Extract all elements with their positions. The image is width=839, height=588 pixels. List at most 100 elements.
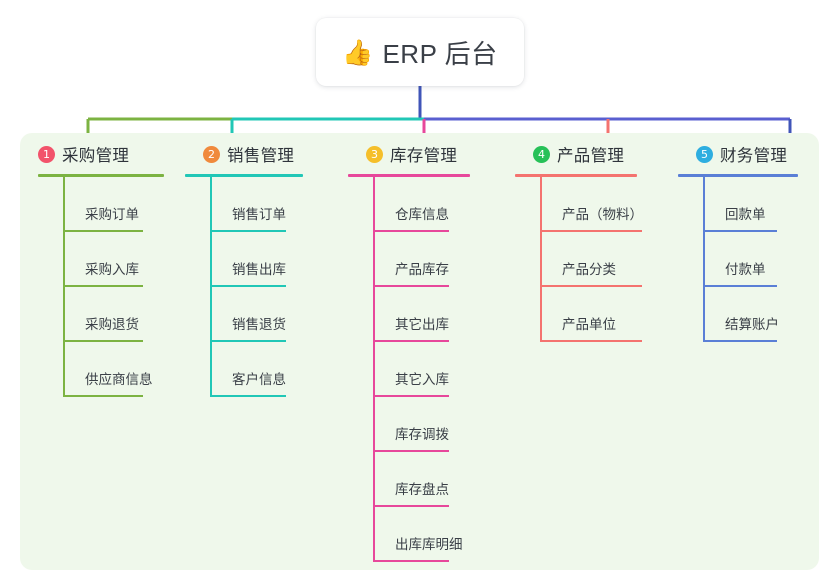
branch-item[interactable]: 付款单 <box>703 232 818 287</box>
branch-item-underline <box>210 395 286 397</box>
branch-item[interactable]: 采购订单 <box>63 177 170 232</box>
branch-item-underline <box>703 230 777 232</box>
branch-item[interactable]: 销售订单 <box>210 177 325 232</box>
branch-item-label: 产品分类 <box>562 262 616 277</box>
branch-children: 产品（物料） 产品分类产品单位 <box>540 177 660 342</box>
branch-item[interactable]: 产品单位 <box>540 287 660 342</box>
branch-item-underline <box>63 395 143 397</box>
branch-item[interactable]: 销售出库 <box>210 232 325 287</box>
branch-header-4[interactable]: 4 产品管理 <box>515 138 660 170</box>
branch-item-underline <box>373 285 449 287</box>
branch-item-underline <box>373 230 449 232</box>
branch-title: 产品管理 <box>557 147 625 165</box>
branch-item-underline <box>703 285 777 287</box>
branch-item-underline <box>540 230 642 232</box>
branch-column-1: 1 采购管理采购订单采购入库采购退货供应商信息 <box>20 138 170 397</box>
branch-item-label: 产品库存 <box>395 262 449 277</box>
branch-item[interactable]: 产品（物料） <box>540 177 660 232</box>
branch-item-underline <box>373 395 449 397</box>
branch-item-label: 采购退货 <box>85 317 139 332</box>
branch-number-badge: 4 <box>533 145 550 163</box>
branch-header-3[interactable]: 3 库存管理 <box>348 138 488 170</box>
branch-item-label: 其它入库 <box>395 372 449 387</box>
branch-item-underline <box>210 230 286 232</box>
branch-children: 回款单付款单结算账户 <box>703 177 818 342</box>
branch-number-badge: 3 <box>366 145 383 163</box>
thumbs-up-icon: 👍 <box>342 37 374 67</box>
branch-item-label: 供应商信息 <box>85 372 153 387</box>
branch-children: 销售订单销售出库销售退货客户信息 <box>210 177 325 397</box>
branch-item-underline <box>63 285 143 287</box>
branch-item-label: 出库库明细 <box>395 537 463 552</box>
branch-item[interactable]: 库存盘点 <box>373 452 488 507</box>
branch-item-underline <box>210 340 286 342</box>
branch-column-3: 3 库存管理仓库信息产品库存其它出库其它入库库存调拨库存盘点出库库明细 <box>348 138 488 562</box>
branch-item[interactable]: 采购退货 <box>63 287 170 342</box>
branch-item-underline <box>373 450 449 452</box>
branch-item-underline <box>540 285 642 287</box>
branch-column-2: 2 销售管理销售订单销售出库销售退货客户信息 <box>185 138 325 397</box>
branch-underline <box>515 174 637 177</box>
branch-children: 仓库信息产品库存其它出库其它入库库存调拨库存盘点出库库明细 <box>373 177 488 562</box>
branch-item-underline <box>540 340 642 342</box>
branch-item[interactable]: 出库库明细 <box>373 507 488 562</box>
branch-item-label: 客户信息 <box>232 372 286 387</box>
branch-title: 销售管理 <box>227 147 295 165</box>
branch-item-label: 仓库信息 <box>395 207 449 222</box>
branch-item-label: 采购入库 <box>85 262 139 277</box>
branch-item-underline <box>63 340 143 342</box>
branch-item[interactable]: 结算账户 <box>703 287 818 342</box>
branch-item-label: 付款单 <box>725 262 766 277</box>
branch-item[interactable]: 客户信息 <box>210 342 325 397</box>
branch-title: 采购管理 <box>62 147 130 165</box>
branch-item-label: 销售退货 <box>232 317 286 332</box>
branch-item-label: 产品（物料） <box>562 207 643 222</box>
branch-item-label: 库存调拨 <box>395 427 449 442</box>
branch-item-label: 销售出库 <box>232 262 286 277</box>
branch-spine <box>373 177 375 562</box>
branch-underline <box>348 174 470 177</box>
branch-underline <box>38 174 164 177</box>
branch-item-label: 采购订单 <box>85 207 139 222</box>
branch-item[interactable]: 产品分类 <box>540 232 660 287</box>
branch-item-underline <box>210 285 286 287</box>
root-node[interactable]: 👍 ERP 后台 <box>316 18 524 86</box>
branch-item-underline <box>63 230 143 232</box>
branch-header-2[interactable]: 2 销售管理 <box>185 138 325 170</box>
branch-item[interactable]: 采购入库 <box>63 232 170 287</box>
branch-title: 库存管理 <box>390 147 458 165</box>
branch-item-label: 产品单位 <box>562 317 616 332</box>
branch-header-1[interactable]: 1 采购管理 <box>20 138 170 170</box>
branch-item-underline <box>373 560 449 562</box>
branches-panel <box>20 133 819 570</box>
branch-item-label: 销售订单 <box>232 207 286 222</box>
branch-item-label: 回款单 <box>725 207 766 222</box>
branch-children: 采购订单采购入库采购退货供应商信息 <box>63 177 170 397</box>
branch-number-badge: 2 <box>203 145 220 163</box>
branch-spine <box>703 177 705 342</box>
branch-item-underline <box>703 340 777 342</box>
branch-item-label: 结算账户 <box>725 317 779 332</box>
branch-item-underline <box>373 505 449 507</box>
branch-item[interactable]: 回款单 <box>703 177 818 232</box>
branch-item-underline <box>373 340 449 342</box>
branch-item-label: 其它出库 <box>395 317 449 332</box>
branch-underline <box>678 174 798 177</box>
branch-item[interactable]: 销售退货 <box>210 287 325 342</box>
branch-spine <box>540 177 542 342</box>
branch-item[interactable]: 其它入库 <box>373 342 488 397</box>
branch-item-label: 库存盘点 <box>395 482 449 497</box>
branch-item[interactable]: 其它出库 <box>373 287 488 342</box>
branch-spine <box>63 177 65 397</box>
branch-number-badge: 5 <box>696 145 713 163</box>
branch-spine <box>210 177 212 397</box>
branch-item[interactable]: 库存调拨 <box>373 397 488 452</box>
root-title: ERP 后台 <box>382 38 498 69</box>
branch-item[interactable]: 产品库存 <box>373 232 488 287</box>
branch-item[interactable]: 仓库信息 <box>373 177 488 232</box>
branch-number-badge: 1 <box>38 145 55 163</box>
branch-item[interactable]: 供应商信息 <box>63 342 170 397</box>
